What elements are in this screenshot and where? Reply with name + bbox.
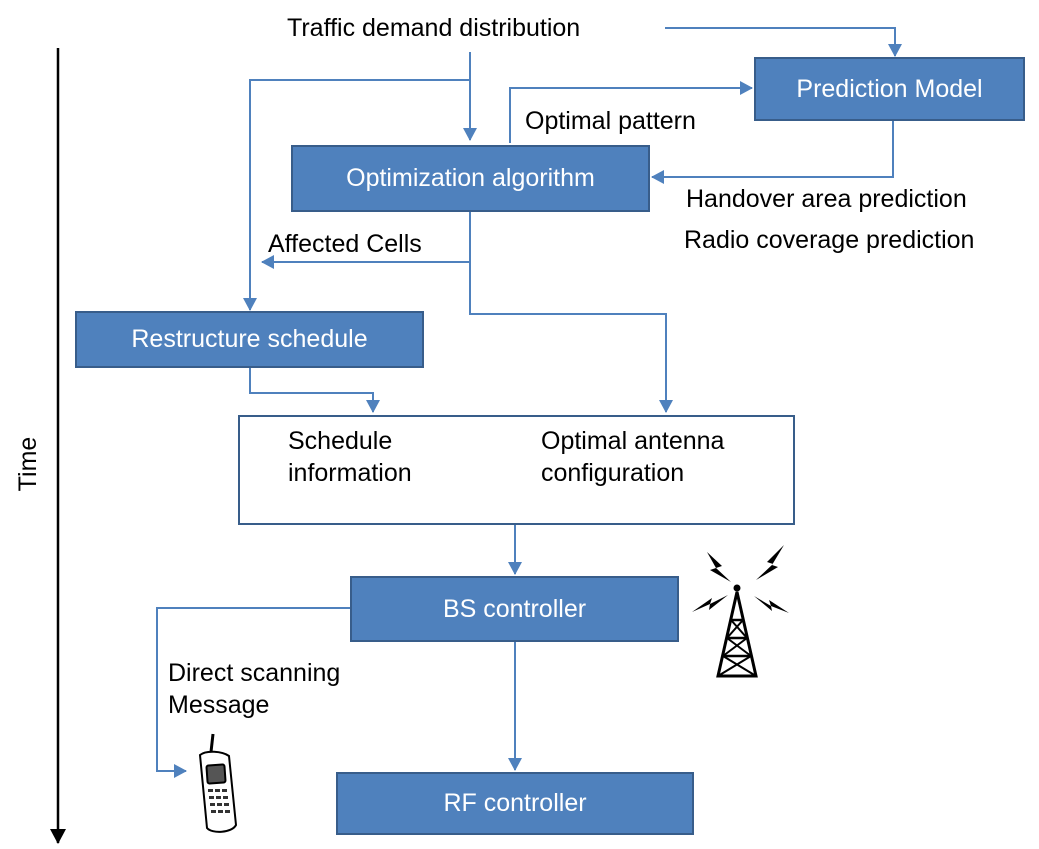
optimal-pattern-label: Optimal pattern: [525, 107, 696, 135]
edge-traffic-to-prediction: [665, 27, 902, 57]
restructure-schedule-box: Restructure schedule: [75, 311, 424, 368]
time-axis-label: Time: [14, 436, 42, 492]
radio-coverage-prediction-label: Radio coverage prediction: [684, 226, 975, 254]
affected-cells-label: Affected Cells: [268, 230, 422, 258]
traffic-demand-label: Traffic demand distribution: [287, 14, 581, 42]
edge-optimization-to-prediction: [509, 81, 753, 143]
edge-prediction-to-optimization: [651, 121, 894, 184]
bs-controller-box: BS controller: [350, 576, 679, 642]
rf-controller-box: RF controller: [336, 772, 694, 835]
edge-restructure-to-schedule: [249, 368, 380, 413]
edge-optimization-to-antenna-config: [469, 262, 673, 413]
schedule-information-text: Schedule information: [288, 427, 412, 487]
prediction-model-box: Prediction Model: [754, 57, 1025, 121]
mobile-phone-icon: [198, 733, 238, 833]
edge-bs-to-mobile: [156, 607, 352, 778]
edge-traffic-to-restructure: [243, 79, 470, 311]
handover-area-prediction-label: Handover area prediction: [686, 185, 967, 213]
optimal-antenna-configuration-text: Optimal antenna configuration: [541, 427, 725, 487]
radio-tower-icon: [692, 545, 789, 678]
optimization-algorithm-box: Optimization algorithm: [291, 145, 650, 212]
direct-scanning-message-label: Direct scanning Message: [168, 659, 341, 719]
combined-output-box: [238, 415, 795, 525]
